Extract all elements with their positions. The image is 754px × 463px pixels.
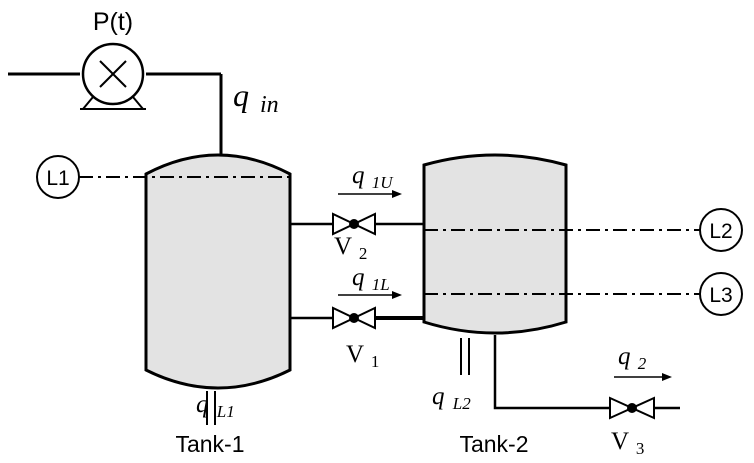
- sensor-l1-label: L1: [46, 167, 69, 190]
- sensor-l3-label: L3: [709, 284, 732, 307]
- inlet-flow-symbol: q: [233, 77, 249, 113]
- tank-1-leak-pipe: [206, 391, 216, 425]
- pump-icon: [80, 42, 146, 110]
- valve-v2-symbol: V: [334, 233, 352, 260]
- tank-2: [422, 153, 568, 335]
- inlet-piping: [8, 72, 223, 154]
- tank-1-label: Tank-1: [175, 431, 244, 457]
- lower-flow-arrow: [338, 291, 402, 299]
- upper-flow-label: q 1U: [352, 162, 394, 192]
- tank-2-leak-subscript: L2: [452, 394, 471, 413]
- valve-v1-icon: [332, 306, 376, 330]
- pump-label: P(t): [93, 8, 133, 36]
- valve-v1-label: V 1: [346, 341, 379, 371]
- sensor-l1: [36, 155, 80, 199]
- valve-v1-subscript: 1: [371, 352, 380, 371]
- tank-1: [144, 153, 292, 390]
- tank-1-leak-subscript: L1: [216, 402, 235, 421]
- sensor-l2-label: L2: [709, 220, 732, 243]
- sensor-l3: [699, 272, 743, 316]
- outlet-flow-label: q 2: [618, 343, 647, 373]
- lower-flow-subscript: 1L: [372, 275, 390, 294]
- outlet-pipe: [493, 335, 680, 410]
- inlet-flow-label: q in: [233, 77, 279, 118]
- inlet-flow-subscript: in: [260, 92, 279, 118]
- tank-2-leak-pipe: [460, 338, 470, 375]
- valve-v2-label: V 2: [334, 233, 367, 263]
- valve-v2-icon: [332, 212, 376, 236]
- outlet-flow-symbol: q: [618, 343, 631, 370]
- valve-v3-symbol: V: [611, 428, 629, 455]
- upper-flow-arrow: [338, 190, 402, 198]
- tank-2-label: Tank-2: [459, 431, 528, 457]
- tank-1-leak-label: q L1: [196, 391, 235, 421]
- tank-2-leak-symbol: q: [432, 383, 445, 410]
- valve-v3-icon: [609, 396, 655, 420]
- outlet-flow-subscript: 2: [638, 354, 647, 373]
- valve-v3-label: V 3: [611, 428, 644, 458]
- lower-flow-symbol: q: [352, 264, 365, 291]
- outlet-flow-arrow: [614, 373, 672, 381]
- tank-1-leak-symbol: q: [196, 391, 209, 418]
- sensor-l2: [699, 208, 743, 252]
- valve-v1-symbol: V: [346, 341, 364, 368]
- upper-flow-symbol: q: [352, 162, 365, 189]
- valve-v2-subscript: 2: [359, 244, 368, 263]
- valve-v3-subscript: 3: [636, 439, 645, 458]
- upper-flow-subscript: 1U: [372, 173, 395, 192]
- lower-flow-label: q 1L: [352, 264, 390, 294]
- tank-2-leak-label: q L2: [432, 383, 471, 413]
